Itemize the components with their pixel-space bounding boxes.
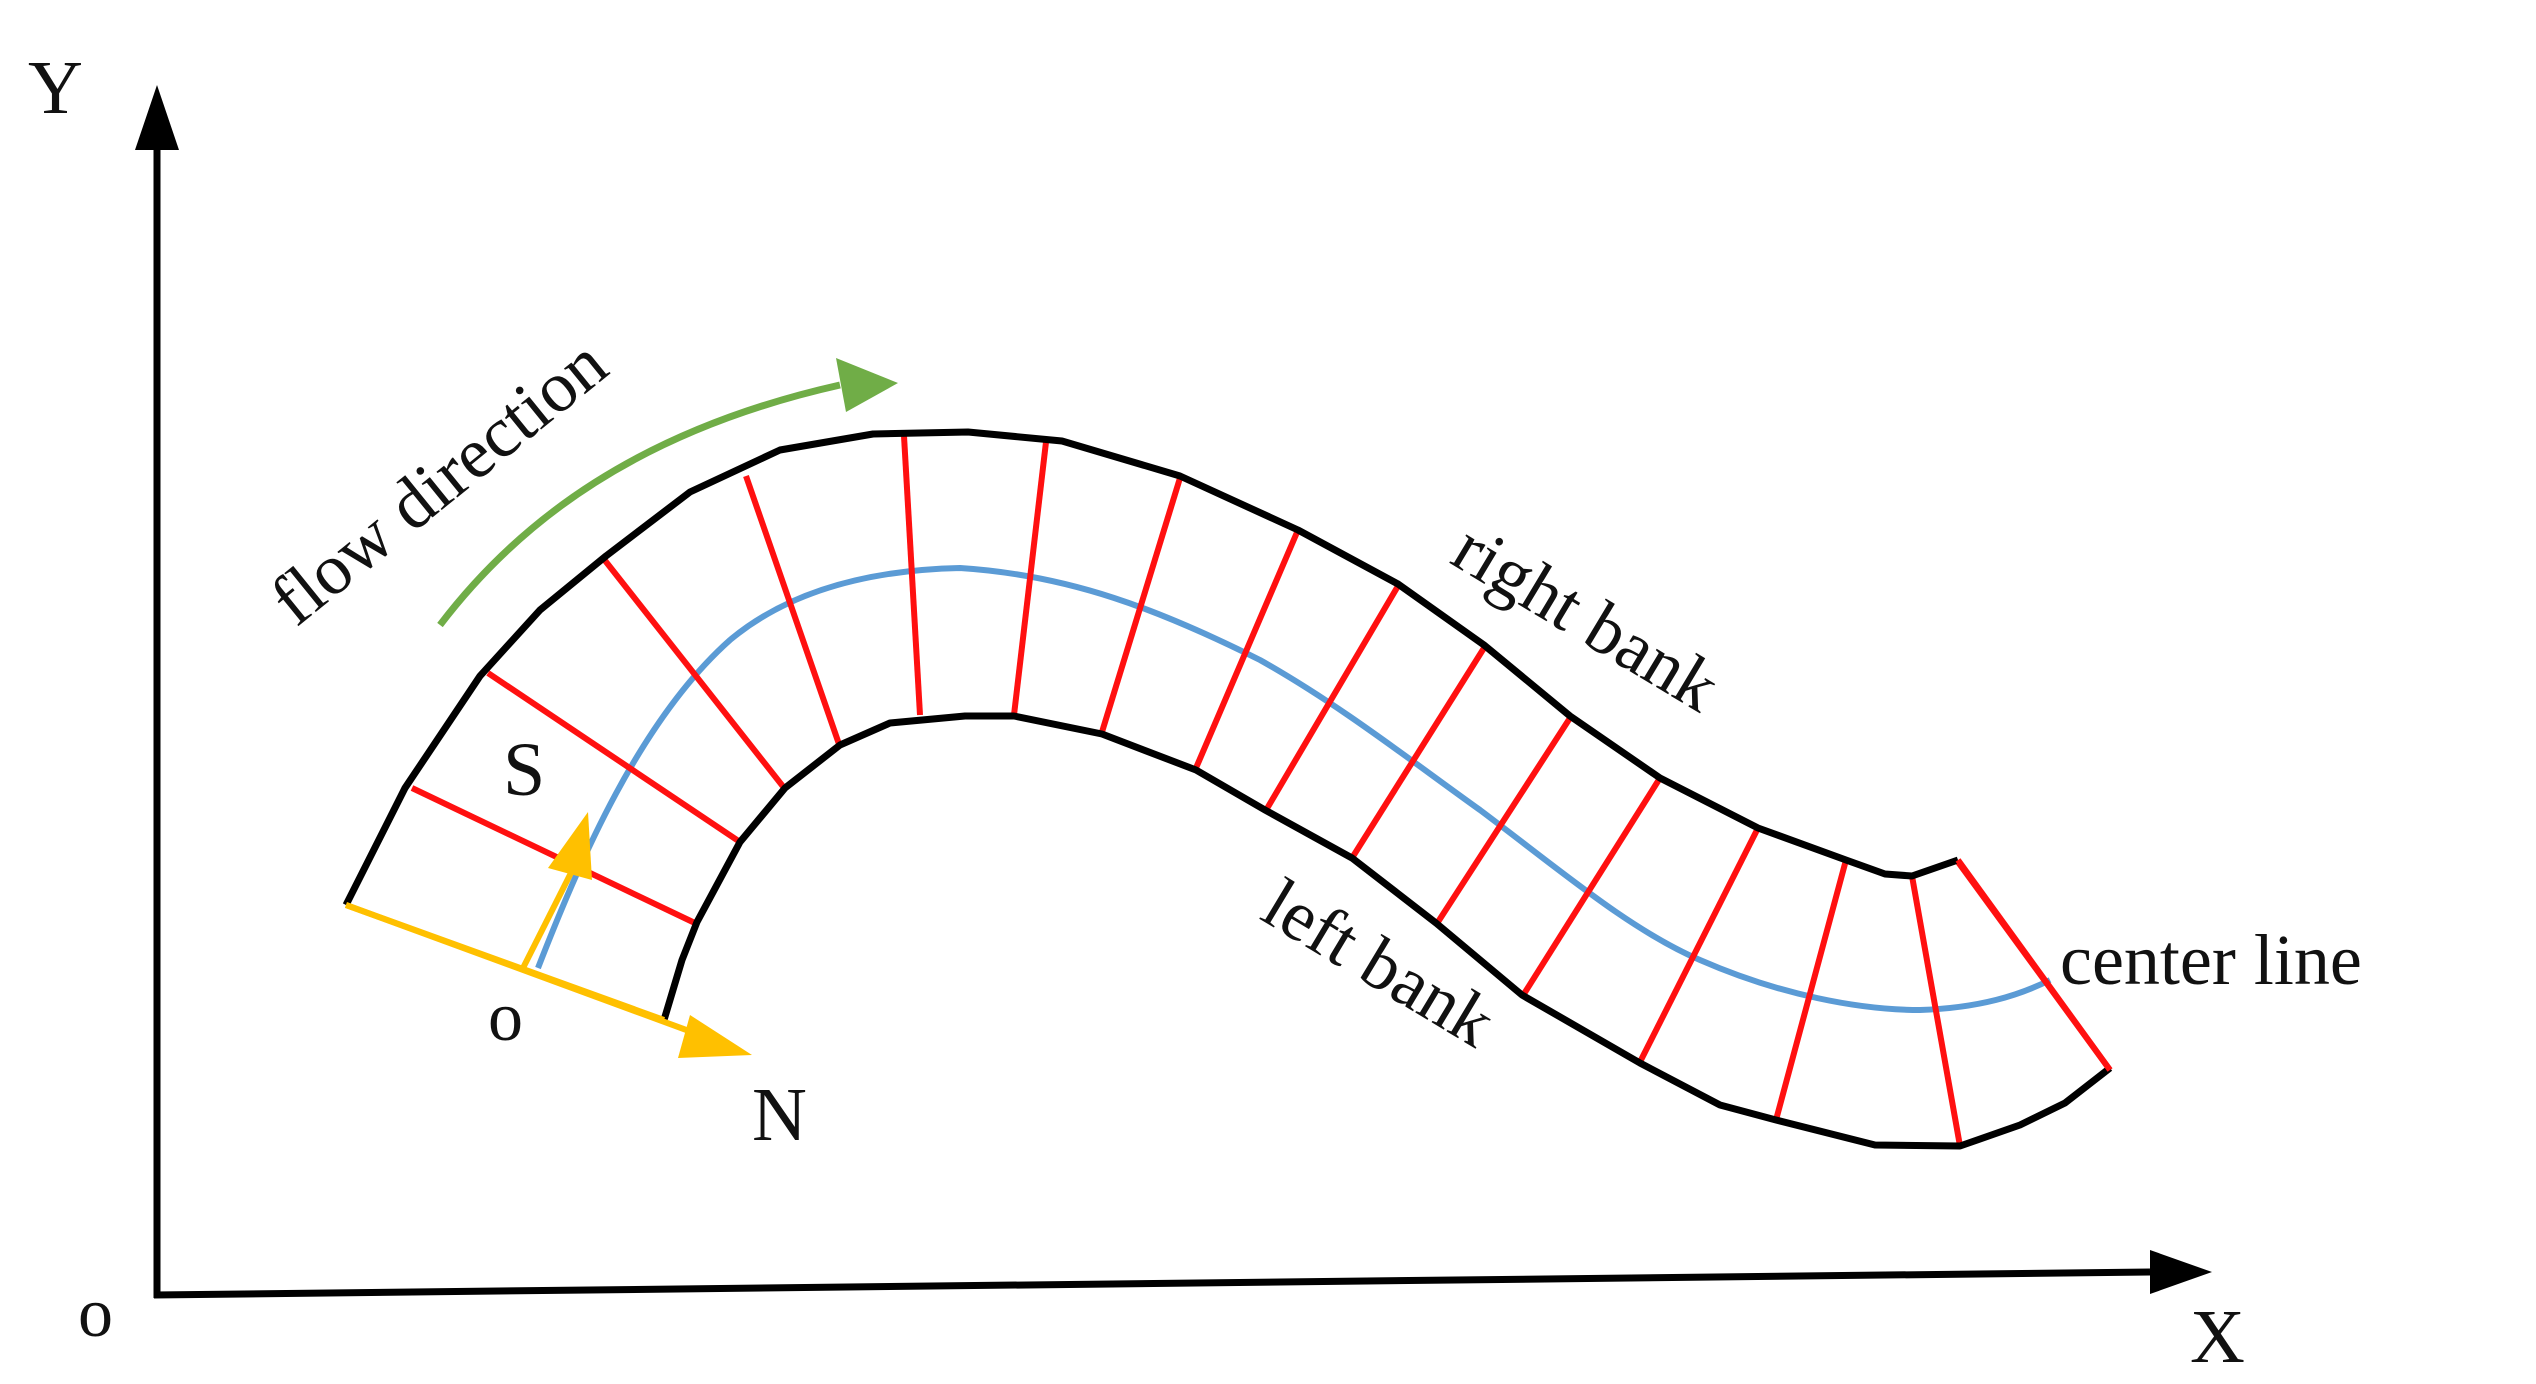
flow-direction-label: flow direction (256, 323, 622, 641)
cross-section-line (1773, 859, 1849, 1121)
x-axis-arrowhead (2150, 1250, 2212, 1294)
s-axis-label: S (503, 728, 545, 812)
right-bank-label: right bank (1440, 507, 1733, 727)
cross-section-line (1262, 584, 1401, 814)
cross-sections (410, 435, 2113, 1147)
y-axis-arrowhead (135, 85, 179, 150)
left-bank (660, 712, 2113, 1150)
left-bank-label: left bank (1250, 863, 1509, 1062)
flow-arrow-arrowhead (836, 358, 898, 412)
s-axis-arrowhead (548, 812, 592, 880)
center-line (535, 564, 2052, 1014)
cross-section-line (1909, 875, 1963, 1147)
n-axis-arrowhead (678, 1015, 752, 1058)
global-axes (135, 85, 2212, 1299)
cross-section-line (600, 556, 788, 791)
y-axis-label: Y (28, 46, 83, 130)
center-line-label: center line (2060, 920, 2362, 1000)
cross-section-line (1099, 477, 1183, 733)
origin-label: o (78, 1275, 113, 1352)
downstream-boundary (1955, 858, 2113, 1072)
cross-section-line (1193, 528, 1301, 770)
x-axis-line (153, 1268, 2151, 1299)
cross-section-line (486, 670, 742, 845)
local-axes (344, 812, 752, 1058)
x-axis-label: X (2190, 1295, 2245, 1379)
cross-section-line (901, 435, 923, 716)
flow-arrow (437, 358, 898, 628)
n-axis-label: N (752, 1073, 807, 1157)
cross-section-line (410, 785, 699, 927)
cross-section-line (1433, 716, 1573, 927)
cross-section-line (1349, 646, 1487, 860)
cross-section-line (1011, 441, 1049, 716)
local-origin-label: o (488, 979, 523, 1056)
cross-section-line (743, 475, 843, 748)
flow-arrow-curve (437, 381, 841, 628)
right-bank (342, 428, 1960, 907)
cross-section-line (1519, 776, 1663, 999)
cross-section-line (1637, 826, 1761, 1064)
s-axis-line (519, 853, 583, 972)
